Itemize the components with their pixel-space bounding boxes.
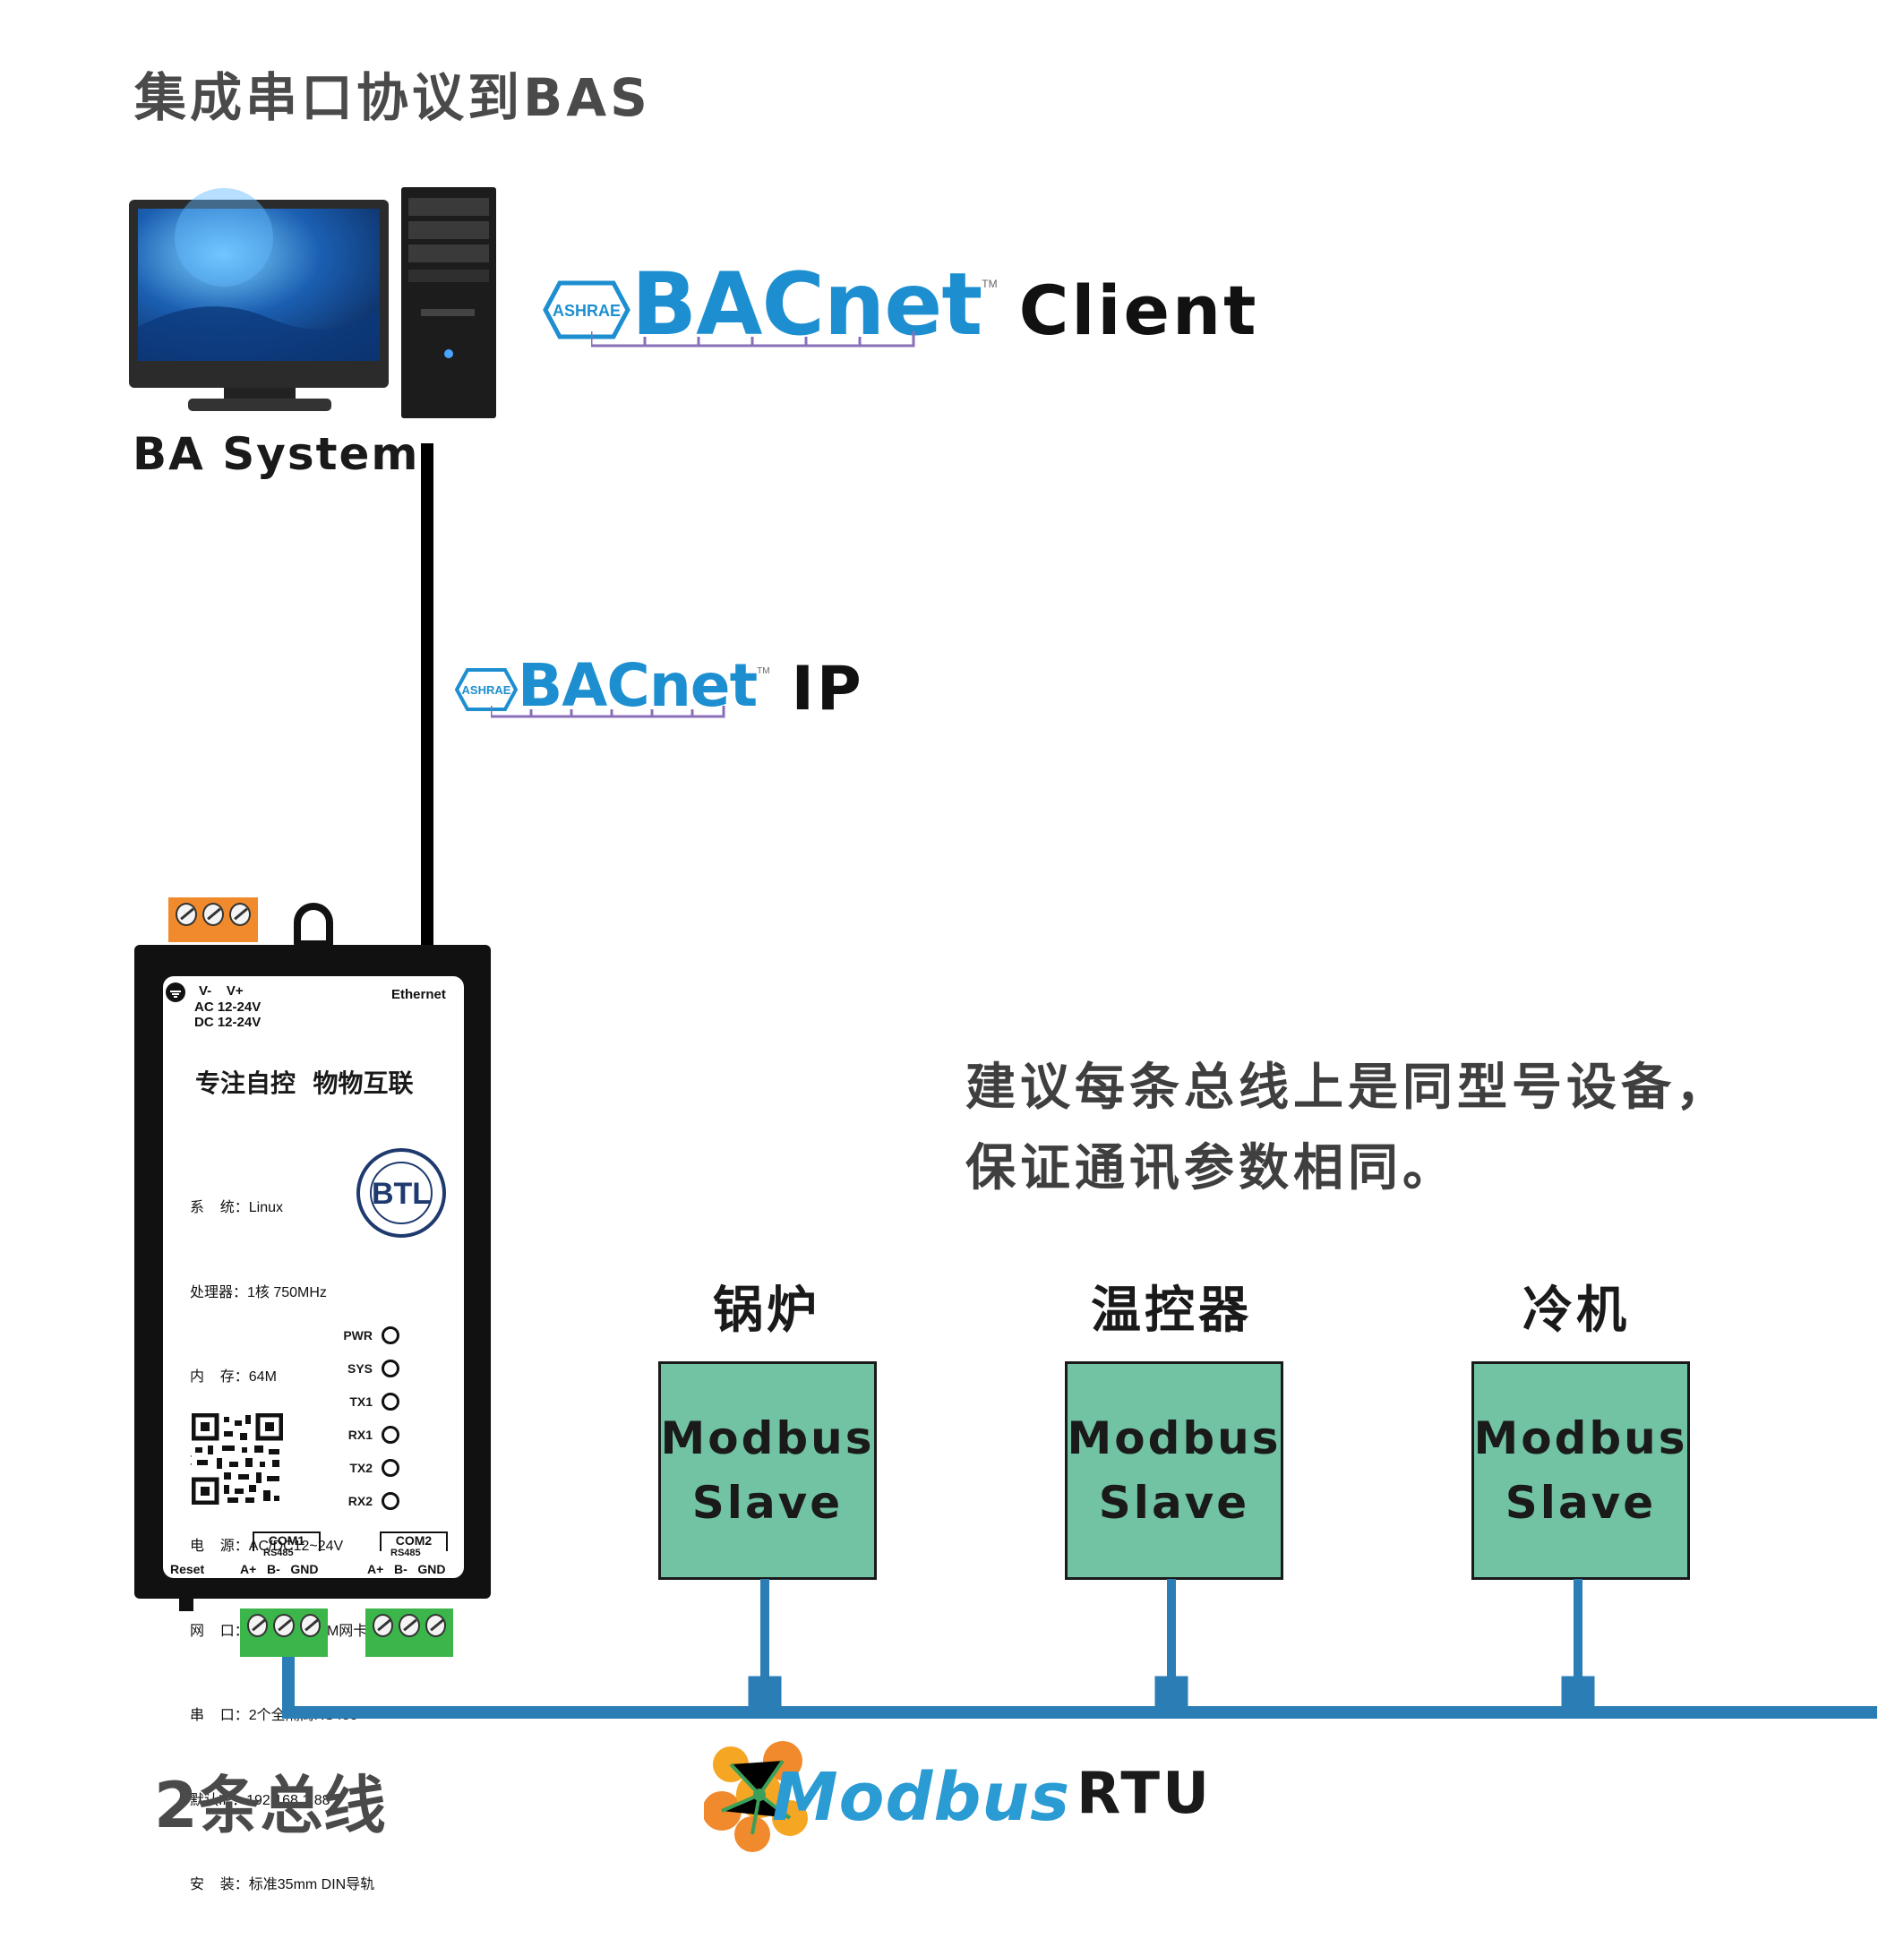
device-name-thermostat: 温控器 (1091, 1282, 1252, 1340)
led-label-tx1: TX1 (349, 1394, 373, 1409)
slave-line-2: Slave (1098, 1477, 1250, 1529)
modbus-slave-chiller: Modbus Slave (1471, 1361, 1690, 1580)
com1-pins-label: A+ B- GND (240, 1562, 319, 1576)
ethernet-cable (421, 443, 433, 949)
dc-voltage-label: DC 12-24V (194, 1015, 262, 1030)
pwr-led-icon (382, 1325, 399, 1344)
bacnet-logo-text: BACnet (518, 651, 758, 720)
spec-item: 处理器：1核 750MHz (190, 1284, 327, 1300)
tx1-led-icon (382, 1392, 399, 1411)
sys-led-icon (382, 1359, 399, 1377)
page-title: 集成串口协议到BAS (134, 67, 651, 128)
modbus-rtu-label: RTU (1076, 1761, 1213, 1827)
bacnet-ip-logo: ASHRAE BACnet TM IP (455, 651, 864, 725)
tx2-led-icon (382, 1458, 399, 1477)
power-pins-label: V- V+ (199, 983, 244, 999)
com1-rs485-label: RS485 (263, 1548, 294, 1558)
trademark-text: TM (757, 666, 770, 676)
btl-seal-icon: BTL (356, 1148, 446, 1238)
slave-line-2: Slave (1505, 1477, 1657, 1529)
note-line-1: 建议每条总线上是同型号设备， (965, 1059, 1730, 1117)
gateway-label-panel: V- V+ AC 12-24V DC 12-24V Ethernet 专注自控 … (163, 976, 464, 1892)
bacnet-underline (491, 706, 725, 718)
reset-label: Reset (170, 1562, 205, 1576)
ba-system-label: BA System (133, 428, 420, 480)
ac-voltage-label: AC 12-24V (194, 999, 262, 1015)
rx2-led-icon (382, 1491, 399, 1510)
spec-item: 串 口：2个全隔离RS485 (190, 1708, 358, 1723)
rx1-led-icon (382, 1425, 399, 1444)
ethernet-label: Ethernet (391, 987, 446, 1002)
mounting-ear (294, 903, 333, 948)
gateway-slogan: 专注自控 物物互联 (195, 1068, 414, 1098)
slave-line-2: Slave (691, 1477, 844, 1529)
ashrae-icon: ASHRAE (455, 667, 518, 711)
modbus-network-icon (704, 1741, 808, 1852)
ashrae-icon: ASHRAE (543, 280, 630, 339)
qr-code-icon (192, 1413, 283, 1505)
note-line-2: 保证通讯参数相同。 (965, 1139, 1457, 1197)
modbus-logo-text: Modbus (772, 1759, 1071, 1836)
slave-line-1: Modbus (1067, 1412, 1282, 1464)
spec-item: 默认IP：192.168.1.88 (190, 1792, 330, 1808)
svg-text:BTL: BTL (372, 1177, 431, 1211)
bacnet-client-label: Client (1018, 270, 1259, 350)
com2-terminal (365, 1609, 453, 1657)
device-name-boiler: 锅炉 (713, 1282, 820, 1340)
led-label-sys: SYS (347, 1360, 373, 1376)
device-name-chiller: 冷机 (1522, 1282, 1630, 1340)
slave-line-1: Modbus (1473, 1412, 1688, 1464)
power-terminal (168, 897, 258, 942)
com1-label: COM1 (253, 1531, 321, 1551)
com2-pins-label: A+ B- GND (367, 1562, 446, 1576)
spec-item: 系 统：Linux (190, 1200, 284, 1215)
modbus-slave-boiler: Modbus Slave (658, 1361, 877, 1580)
com2-rs485-label: RS485 (390, 1548, 421, 1558)
svg-text:ASHRAE: ASHRAE (462, 683, 511, 697)
bacnet-ip-label: IP (791, 654, 864, 725)
led-panel: PWR SYS TX1 RX1 TX2 RX2 (330, 1318, 399, 1517)
slave-line-1: Modbus (660, 1412, 875, 1464)
led-label-rx2: RX2 (347, 1493, 373, 1508)
com2-label: COM2 (380, 1531, 448, 1551)
spec-item: 电 源：AC/DC12~24V (190, 1539, 344, 1554)
modbus-slave-thermostat: Modbus Slave (1065, 1361, 1283, 1580)
recommendation-note: 建议每条总线上是同型号设备， 保证通讯参数相同。 (965, 1048, 1730, 1209)
svg-text:ASHRAE: ASHRAE (553, 302, 621, 320)
led-label-tx2: TX2 (349, 1460, 373, 1475)
led-label-rx1: RX1 (347, 1427, 373, 1442)
ground-icon (166, 982, 185, 1002)
bus-count-label: 2条总线 (154, 1769, 386, 1842)
com1-terminal (240, 1609, 328, 1657)
spec-item: 安 装：标准35mm DIN导轨 (190, 1877, 375, 1892)
led-label-pwr: PWR (343, 1327, 373, 1343)
spec-item: 内 存：64M (190, 1369, 277, 1385)
bacnet-underline (591, 331, 915, 347)
trademark-text: TM (982, 278, 998, 290)
reset-button[interactable] (179, 1599, 193, 1611)
computer-icon (129, 187, 496, 418)
bacnet-client-logo: ASHRAE BACnet TM Client (542, 254, 1259, 360)
